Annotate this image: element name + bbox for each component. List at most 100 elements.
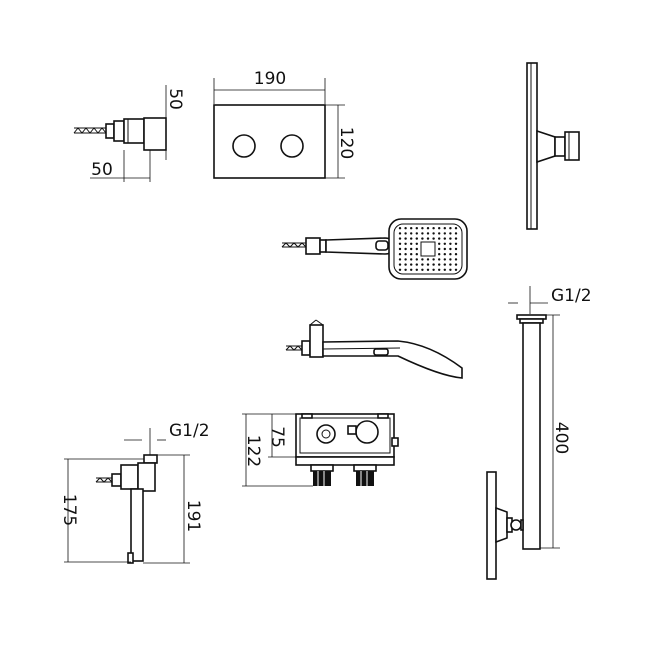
nozzle-dot [415, 237, 418, 240]
nozzle-dot [454, 247, 458, 251]
spout-hose-icon [95, 477, 113, 483]
nozzle-dot [443, 258, 446, 261]
nozzle-dot [415, 227, 418, 230]
nozzle-dot [421, 227, 424, 230]
nozzle-dot [398, 242, 402, 245]
control-knob-left [232, 134, 256, 158]
nozzle-dot [443, 227, 446, 230]
nozzle-dot [438, 232, 441, 235]
control-knob-right [280, 134, 304, 158]
hand-shower-handle-slot [375, 240, 389, 251]
nozzle-dot [404, 247, 407, 251]
nozzle-dot [454, 268, 458, 271]
nozzle-dot [410, 253, 413, 256]
plate-height-label: 120 [336, 127, 356, 159]
nozzle-dot [415, 268, 418, 271]
nozzle-dot [443, 237, 446, 240]
shower-arm-pipe [522, 322, 541, 550]
nozzle-dot [449, 227, 452, 230]
nozzle-center-window [420, 241, 436, 257]
nozzle-dot [410, 268, 413, 271]
nozzle-dot [449, 232, 452, 235]
nozzle-dot [432, 263, 435, 266]
valve-connector-left [310, 464, 334, 486]
nozzle-dot [426, 263, 430, 266]
nozzle-dot [443, 232, 446, 235]
valve-port-left [316, 424, 336, 444]
hose-holder-view: 50 50 [73, 85, 185, 182]
nozzle-dot [415, 247, 418, 251]
box-depth-outer-label: 122 [243, 435, 263, 467]
nozzle-dot [421, 258, 424, 261]
valve-center-stud [347, 425, 357, 435]
nozzle-dot [438, 253, 441, 256]
valve-connector-right [353, 464, 377, 486]
hose-spring-icon [73, 127, 107, 134]
nozzle-dot [438, 242, 441, 245]
spout-hose-nut [111, 473, 122, 487]
valve-box-inner [299, 417, 391, 454]
nozzle-dot [454, 263, 458, 266]
nozzle-dot [443, 242, 446, 245]
hand-shower-head [388, 218, 468, 280]
nozzle-dot [415, 242, 418, 245]
nozzle-dot [404, 263, 407, 266]
hand-shower-nozzles [398, 227, 458, 271]
nozzle-dot [398, 268, 402, 271]
spout-height-inner-label: 175 [59, 494, 79, 526]
side-hose-nut [301, 340, 311, 356]
nozzle-dot [432, 227, 435, 230]
nozzle-dot [454, 237, 458, 240]
hand-shower-front-view [281, 218, 468, 280]
nozzle-dot [443, 247, 446, 251]
nozzle-dot [421, 237, 424, 240]
nozzle-dot [426, 237, 430, 240]
plate-width-label: 190 [254, 69, 286, 89]
shower-arm-view: G1/2 400 [486, 286, 592, 580]
valve-port-right [355, 420, 379, 444]
valve-tab-left [301, 413, 313, 419]
nozzle-dot [410, 237, 413, 240]
valve-box-body [295, 413, 395, 458]
nozzle-dot [454, 258, 458, 261]
nozzle-dot [438, 227, 441, 230]
nozzle-dot [398, 237, 402, 240]
nozzle-dot [449, 258, 452, 261]
shower-head-mount [536, 129, 556, 164]
hand-shower-face [393, 223, 463, 275]
spout-front-plate [130, 488, 144, 562]
control-plate-view: 190 120 [213, 69, 356, 179]
holder-height-label: 50 [165, 88, 185, 110]
side-wall-holder [309, 324, 324, 358]
nozzle-dot [438, 268, 441, 271]
hose-holder-wall-block [143, 117, 167, 151]
shower-head-bracket [564, 131, 580, 161]
nozzle-dot [415, 258, 418, 261]
shower-head-joint [554, 136, 566, 157]
valve-box-view: 75 122 [242, 413, 399, 487]
side-handle-slot [373, 348, 389, 356]
nozzle-dot [443, 253, 446, 256]
nozzle-dot [454, 242, 458, 245]
nozzle-dot [432, 237, 435, 240]
hand-shower-cone [319, 239, 327, 253]
spout-height-outer-label: 191 [183, 500, 203, 532]
arm-length-label: 400 [551, 422, 571, 454]
spout-thread-label: G1/2 [169, 421, 210, 441]
hose-holder-clip [123, 118, 145, 144]
nozzle-dot [443, 263, 446, 266]
nozzle-dot [454, 232, 458, 235]
arm-head-swivel [510, 519, 522, 531]
nozzle-dot [415, 263, 418, 266]
hand-shower-side-view [285, 319, 463, 379]
box-depth-inner-label: 75 [267, 426, 287, 448]
spout-body-top [137, 462, 156, 492]
nozzle-dot [432, 268, 435, 271]
nozzle-dot [438, 237, 441, 240]
nozzle-dot [432, 232, 435, 235]
nozzle-dot [438, 258, 441, 261]
nozzle-dot [398, 263, 402, 266]
nozzle-dot [410, 263, 413, 266]
nozzle-dot [449, 237, 452, 240]
